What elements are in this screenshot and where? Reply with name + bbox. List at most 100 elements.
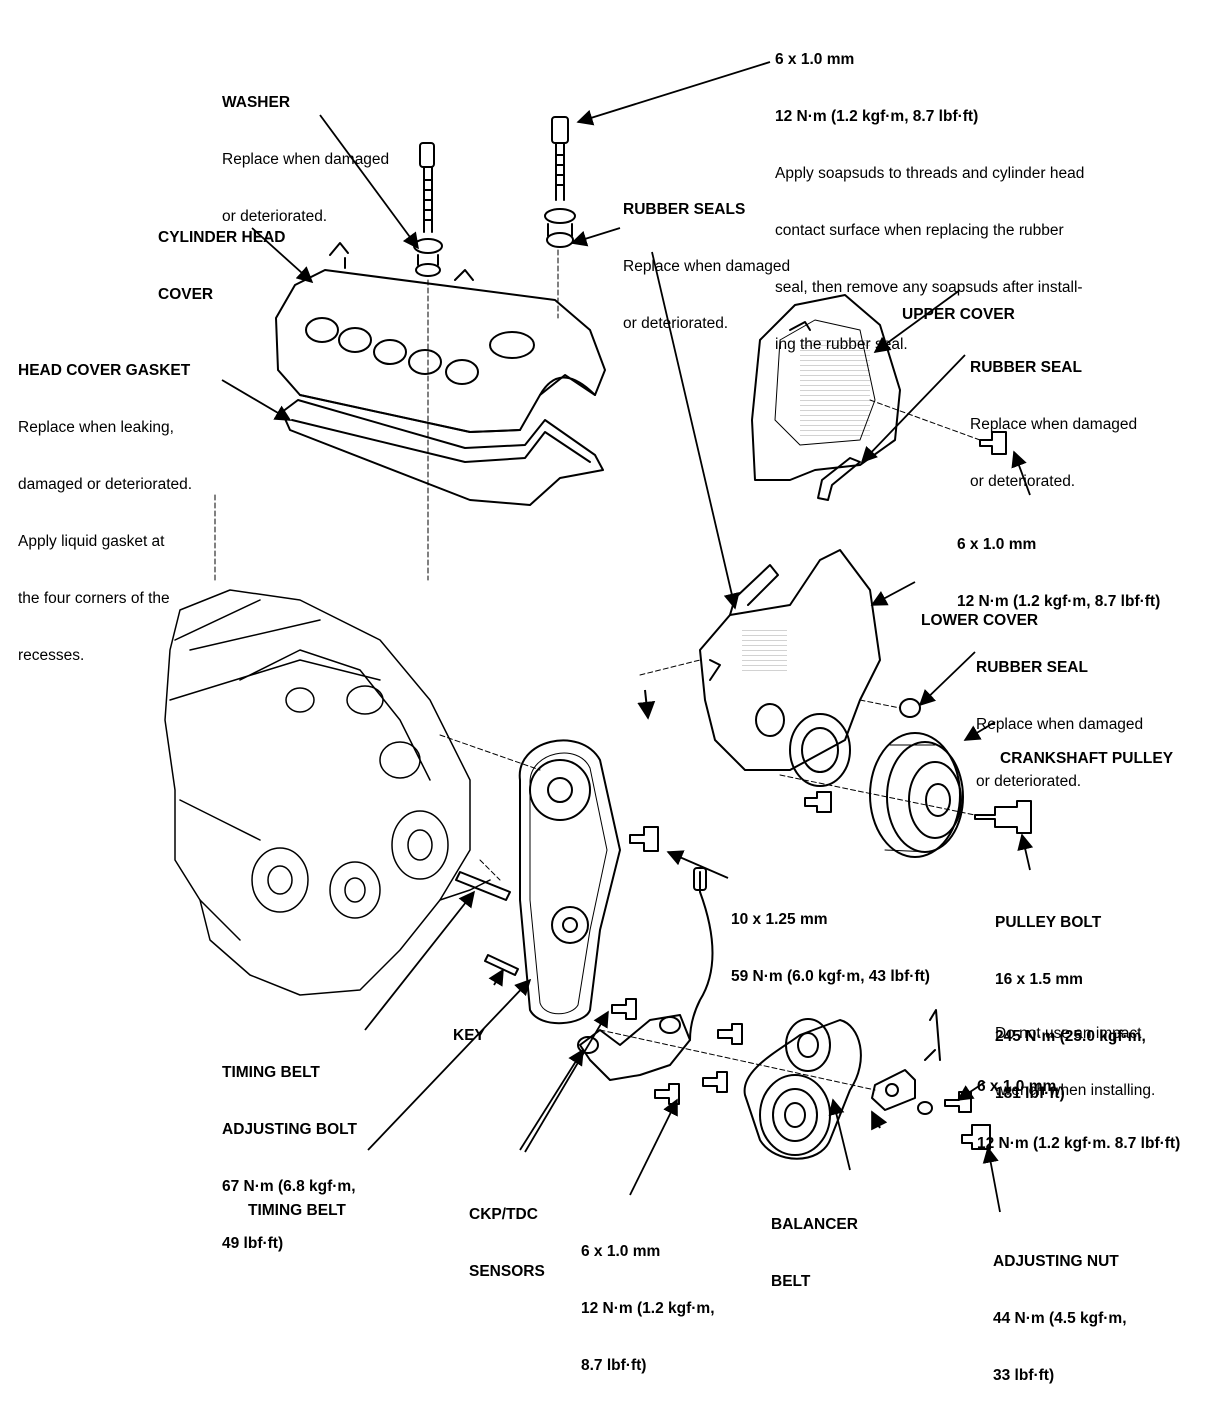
leader-crankshaft-pulley (963, 721, 996, 741)
top-bolt-torque: 12 N·m (1.2 kgf·m, 8.7 lbf·ft) (775, 108, 979, 125)
ckp-tdc-sensors-label: CKP/TDC SENSORS (469, 1167, 545, 1300)
cylinder-head-cover-label: CYLINDER HEAD COVER (158, 190, 285, 323)
lower-cover-title: LOWER COVER (921, 612, 1039, 629)
leader-cylinder-head-cover (251, 227, 314, 284)
leader-adjusting-bolt (364, 890, 476, 1031)
top-bolt-note-1: Apply soapsuds to threads and cylinder h… (775, 165, 1085, 182)
rubber-seal-upper-line-2: or deteriorated. (970, 473, 1076, 490)
cylinder-head-cover-line-1: CYLINDER HEAD (158, 229, 286, 246)
leader-ckp-1 (519, 1048, 584, 1151)
direction-arrow (637, 689, 656, 720)
cylinder-head-cover (275, 242, 606, 433)
rubber-seal-lower-line-2: or deteriorated. (976, 773, 1082, 790)
center-bolt-label: 10 x 1.25 mm 59 N·m (6.0 kgf·m, 43 lbf·f… (731, 872, 930, 1005)
sensor-cable (689, 867, 714, 1041)
rubber-seal-lower-line-1: Replace when damaged (976, 716, 1144, 733)
adjusting-bolt-torque-2: 49 lbf·ft) (222, 1235, 284, 1252)
pulley-bolt-note-1: Do not use an impact (995, 1025, 1142, 1042)
adjusting-bolt-line-1: TIMING BELT (222, 1064, 320, 1081)
leader-timing-belt (367, 978, 532, 1151)
balancer-belt-part (743, 1018, 862, 1160)
leader-upper-cover-bolt (1011, 450, 1031, 496)
rubber-seal-upper-label: RUBBER SEAL Replace when damaged or dete… (970, 320, 1137, 510)
leader-head-cover-gasket (221, 379, 292, 421)
leader-tensioner-bolt (956, 1081, 986, 1101)
sensor-bolt-torque-1: 12 N·m (1.2 kgf·m, (581, 1300, 715, 1317)
timing-belt-title: TIMING BELT (248, 1202, 346, 1219)
top-bolt-spec: 6 x 1.0 mm (775, 51, 855, 68)
center-bolt-torque: 59 N·m (6.0 kgf·m, 43 lbf·ft) (731, 968, 930, 985)
cylinder-head-cover-line-2: COVER (158, 286, 214, 303)
rubber-seals-line-1: Replace when damaged (623, 258, 791, 275)
top-bolt-note-3: seal, then remove any soapsuds after ins… (775, 279, 1083, 296)
adjusting-bolt-line-2: ADJUSTING BOLT (222, 1121, 357, 1138)
head-cover-gasket-line-1: Replace when leaking, (18, 419, 174, 436)
crankshaft-pulley-label: CRANKSHAFT PULLEY (1000, 711, 1173, 787)
rubber-seal-upper-title: RUBBER SEAL (970, 359, 1082, 376)
timing-belt-adjusting-bolt (455, 871, 511, 901)
head-cover-gasket-line-4: the four corners of the (18, 590, 170, 607)
upper-cover-bolt-torque: 12 N·m (1.2 kgf·m, 8.7 lbf·ft) (957, 593, 1161, 610)
top-bolt-note-4: ing the rubber seal. (775, 336, 908, 353)
leader-washer (319, 114, 419, 250)
center-bolt-spec: 10 x 1.25 mm (731, 911, 828, 928)
rubber-seals-right (544, 208, 576, 319)
pulley-bolt-title: PULLEY BOLT (995, 914, 1102, 931)
leader-ckp-2 (524, 1010, 609, 1153)
sensor-bolt-torque-2: 8.7 lbf·ft) (581, 1357, 647, 1374)
rubber-seal-lower-title: RUBBER SEAL (976, 659, 1088, 676)
adjusting-nut-torque-2: 33 lbf·ft) (993, 1367, 1055, 1384)
top-bolt-label: 6 x 1.0 mm 12 N·m (1.2 kgf·m, 8.7 lbf·ft… (775, 12, 1084, 373)
exploded-diagram (164, 61, 1034, 1213)
head-cover-gasket (281, 399, 604, 506)
crankshaft-pulley-title: CRANKSHAFT PULLEY (1000, 750, 1174, 767)
tensioner-bolt-label: 6 x 1.0 mm 12 N·m (1.2 kgf·m. 8.7 lbf·ft… (977, 1039, 1180, 1172)
leader-adjusting-nut (982, 1146, 1001, 1213)
adjusting-nut-torque-1: 44 N·m (4.5 kgf·m, (993, 1310, 1127, 1327)
ckp-tdc-line-1: CKP/TDC (469, 1206, 538, 1223)
key-part (484, 954, 519, 976)
key-title: KEY (453, 1027, 485, 1044)
leader-rubber-seals (570, 227, 621, 247)
ckp-tdc-line-2: SENSORS (469, 1263, 545, 1280)
timing-belt (518, 739, 621, 1025)
upper-cover-label: UPPER COVER (902, 267, 1015, 343)
pulley-bolt (974, 800, 1032, 834)
tensioner-part (871, 1009, 991, 1150)
timing-belt-adjusting-bolt-label: TIMING BELT ADJUSTING BOLT 67 N·m (6.8 k… (222, 1025, 357, 1272)
head-cover-gasket-line-5: recesses. (18, 647, 85, 664)
pulley-bolt-spec: 16 x 1.5 mm (995, 971, 1083, 988)
upper-cover-bolt (979, 431, 1007, 455)
leader-pulley-bolt (1017, 833, 1034, 871)
adjusting-nut-label: ADJUSTING NUT 44 N·m (4.5 kgf·m, 33 lbf·… (993, 1214, 1127, 1404)
center-bolt (629, 826, 659, 852)
sensor-bolt-label: 6 x 1.0 mm 12 N·m (1.2 kgf·m, 8.7 lbf·ft… (581, 1204, 715, 1394)
balancer-belt-line-2: BELT (771, 1273, 811, 1290)
pulley-bolt-note-2: wrench when installing. (995, 1082, 1156, 1099)
rubber-seal-upper-line-1: Replace when damaged (970, 416, 1138, 433)
washer-line-1: Replace when damaged (222, 151, 390, 168)
pulley-bolt-label: PULLEY BOLT 16 x 1.5 mm 245 N·m (25.0 kg… (995, 875, 1146, 1122)
rubber-seal-upper-part (817, 457, 861, 501)
washer-line-2: or deteriorated. (222, 208, 328, 225)
leader-sensor-bolt (629, 1098, 678, 1196)
leader-top-bolt (576, 61, 771, 126)
washer-left (413, 238, 443, 277)
rubber-seal-lower-label: RUBBER SEAL Replace when damaged or dete… (976, 620, 1143, 810)
balancer-belt-line-1: BALANCER (771, 1216, 858, 1233)
tensioner-bolt-torque: 12 N·m (1.2 kgf·m. 8.7 lbf·ft) (977, 1135, 1181, 1152)
pulley-bolt-note: Do not use an impact wrench when install… (995, 986, 1155, 1119)
balancer-belt-label: BALANCER BELT (771, 1177, 858, 1310)
head-cover-gasket-line-3: Apply liquid gasket at (18, 533, 165, 550)
leader-lower-cover (870, 581, 916, 606)
upper-cover-bolt-label: 6 x 1.0 mm 12 N·m (1.2 kgf·m, 8.7 lbf·ft… (957, 497, 1160, 630)
rubber-seals-label: RUBBER SEALS Replace when damaged or det… (623, 162, 790, 352)
leader-rubber-seal-upper (860, 354, 966, 464)
upper-cover-bolt-spec: 6 x 1.0 mm (957, 536, 1037, 553)
direction-arrow-2 (871, 1110, 888, 1131)
lower-cover-rubber-seal (899, 698, 921, 718)
washer-label: WASHER Replace when damaged or deteriora… (222, 55, 389, 245)
cover-bolt-right (551, 116, 569, 201)
cover-bolt-left (419, 142, 435, 233)
head-cover-gasket-title: HEAD COVER GASKET (18, 362, 191, 379)
